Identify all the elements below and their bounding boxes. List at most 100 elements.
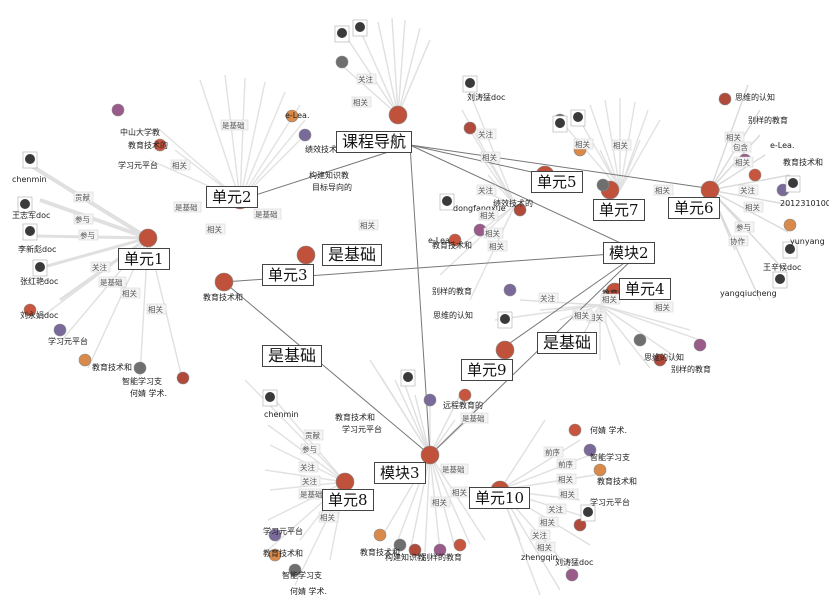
network-edge (225, 75, 240, 200)
resource-node[interactable] (569, 424, 581, 436)
node-label: 思维的认知 (735, 92, 775, 102)
node-label: 目标导向的 (312, 182, 352, 192)
avatar-icon[interactable] (573, 112, 583, 122)
avatar-icon[interactable] (500, 314, 510, 324)
relation-label: 相关 (537, 542, 552, 552)
relation-label: 关注 (478, 129, 493, 139)
hub-node[interactable] (139, 229, 157, 247)
resource-node[interactable] (424, 394, 436, 406)
node-label: 教育技术的 (128, 140, 168, 150)
hub-unit-3[interactable]: 单元3 (262, 264, 314, 286)
network-edge (224, 282, 430, 455)
hub-node[interactable] (297, 246, 315, 264)
hub-unit-7[interactable]: 单元7 (593, 199, 645, 221)
network-edge (500, 455, 590, 490)
node-label: 绩效技术的 (493, 198, 533, 208)
network-edge (430, 252, 640, 455)
relation-label: 相关 (452, 487, 467, 497)
hub-unit-2[interactable]: 单元2 (206, 186, 258, 208)
resource-node[interactable] (134, 362, 146, 374)
resource-node[interactable] (749, 169, 761, 181)
avatar-icon[interactable] (25, 226, 35, 236)
relation-label: 是基础 (175, 202, 198, 212)
avatar-icon[interactable] (355, 22, 365, 32)
node-label: 何婧 学术. (590, 425, 627, 435)
relation-label: 相关 (482, 152, 497, 162)
node-label: yangqiucheng (720, 289, 777, 298)
relation-label: 相关 (574, 310, 589, 320)
avatar-icon[interactable] (265, 392, 275, 402)
relation-label: 相关 (575, 139, 590, 149)
node-label: 教育技术和 (92, 362, 132, 372)
resource-node[interactable] (694, 339, 706, 351)
relation-label: 关注 (302, 476, 317, 486)
node-label: 远程教育的 (443, 400, 483, 410)
resource-node[interactable] (454, 539, 466, 551)
relation-label: 是基础 (222, 120, 245, 130)
relation-label: 是基础 (462, 413, 485, 423)
hub-module-3[interactable]: 模块3 (374, 462, 426, 484)
hub-unit-6[interactable]: 单元6 (668, 197, 720, 219)
resource-node[interactable] (336, 56, 348, 68)
node-label: yunyang (790, 237, 825, 246)
resource-node[interactable] (634, 334, 646, 346)
relation-label: 相关 (655, 185, 670, 195)
avatar-icon[interactable] (25, 154, 35, 164)
node-label: 思维的认知 (433, 310, 473, 320)
node-label: 刘涛猛doc (555, 557, 593, 567)
relation-label: 相关 (655, 302, 670, 312)
resource-node[interactable] (719, 93, 731, 105)
relation-label: 关注 (92, 262, 107, 272)
hub-node[interactable] (215, 273, 233, 291)
hub-module-2[interactable]: 模块2 (603, 242, 655, 264)
node-label: 别样的教育 (432, 286, 472, 296)
avatar-icon[interactable] (403, 372, 413, 382)
node-label: 学习元平台 (48, 336, 88, 346)
resource-node[interactable] (374, 529, 386, 541)
resource-node[interactable] (594, 464, 606, 476)
relation-label: 相关 (148, 304, 163, 314)
resource-node[interactable] (784, 219, 796, 231)
relation-label: 相关 (735, 157, 750, 167)
hub-unit-10[interactable]: 单元10 (469, 487, 530, 509)
network-edge (395, 380, 430, 455)
network-edge (245, 380, 345, 482)
relation-label: 相关 (558, 474, 573, 484)
node-label: 教育技术和 (783, 157, 823, 167)
relation-label: 包含 (733, 142, 748, 152)
avatar-icon[interactable] (775, 274, 785, 284)
node-label: 智能学习支 (590, 452, 630, 462)
hub-node[interactable] (496, 341, 514, 359)
resource-node[interactable] (464, 122, 476, 134)
node-label: 中山大学教 (120, 127, 160, 137)
hub-unit-8[interactable]: 单元8 (322, 489, 374, 511)
node-label: 别样的教育 (671, 364, 711, 374)
avatar-icon[interactable] (583, 507, 593, 517)
resource-node[interactable] (459, 389, 471, 401)
resource-node[interactable] (566, 569, 578, 581)
node-label: 构建知识教 (309, 170, 349, 180)
hub-unit-5[interactable]: 单元5 (531, 171, 583, 193)
avatar-icon[interactable] (555, 118, 565, 128)
network-edge (500, 420, 545, 490)
resource-node[interactable] (79, 354, 91, 366)
avatar-icon[interactable] (35, 262, 45, 272)
hub-unit-9[interactable]: 单元9 (461, 359, 513, 381)
hub-unit-1[interactable]: 单元1 (118, 248, 170, 270)
resource-node[interactable] (597, 179, 609, 191)
resource-node[interactable] (177, 372, 189, 384)
avatar-icon[interactable] (20, 199, 30, 209)
node-label: 何婧 学术. (290, 586, 327, 596)
avatar-icon[interactable] (465, 78, 475, 88)
hub-node[interactable] (389, 106, 407, 124)
avatar-icon[interactable] (788, 178, 798, 188)
resource-node[interactable] (299, 129, 311, 141)
relation-label: 相关 (360, 220, 375, 230)
resource-node[interactable] (54, 324, 66, 336)
resource-node[interactable] (112, 104, 124, 116)
resource-node[interactable] (504, 284, 516, 296)
center-node-course-navigation[interactable]: 课程导航 (336, 131, 412, 153)
hub-unit-4[interactable]: 单元4 (619, 278, 671, 300)
avatar-icon[interactable] (337, 28, 347, 38)
avatar-icon[interactable] (442, 196, 452, 206)
